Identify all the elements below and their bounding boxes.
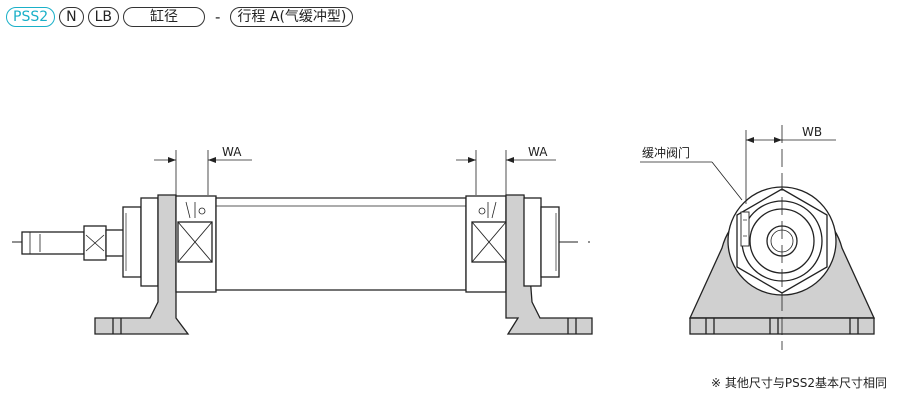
wb-label: WB: [802, 125, 822, 139]
cushion-valve-callout: 缓冲阀门: [642, 145, 690, 160]
left-cushion-screw: [198, 207, 206, 215]
stroke-field: 行程 A(气缓冲型): [230, 7, 354, 27]
wa-right-label: WA: [528, 145, 548, 159]
option-n-code: N: [59, 7, 84, 27]
option-lb-code: LB: [87, 7, 120, 27]
right-mount-nut: [523, 197, 542, 287]
series-code: PSS2: [6, 7, 56, 27]
end-view: [640, 125, 876, 350]
wa-left-label: WA: [222, 145, 242, 159]
cylinder-barrel: [215, 197, 467, 291]
model-code-row: PSS2 N LB 缸径 - 行程 A(气缓冲型): [6, 4, 354, 30]
footnote: ※ 其他尺寸与PSS2基本尺寸相同: [711, 376, 887, 390]
piston-rod: [21, 231, 85, 255]
right-cushion-screw: [478, 207, 486, 215]
bore-field: 缸径: [123, 7, 206, 27]
rod-collar: [105, 229, 125, 257]
side-view: [12, 150, 593, 335]
code-separator: -: [215, 8, 221, 26]
cushion-valve-body: [740, 211, 750, 247]
